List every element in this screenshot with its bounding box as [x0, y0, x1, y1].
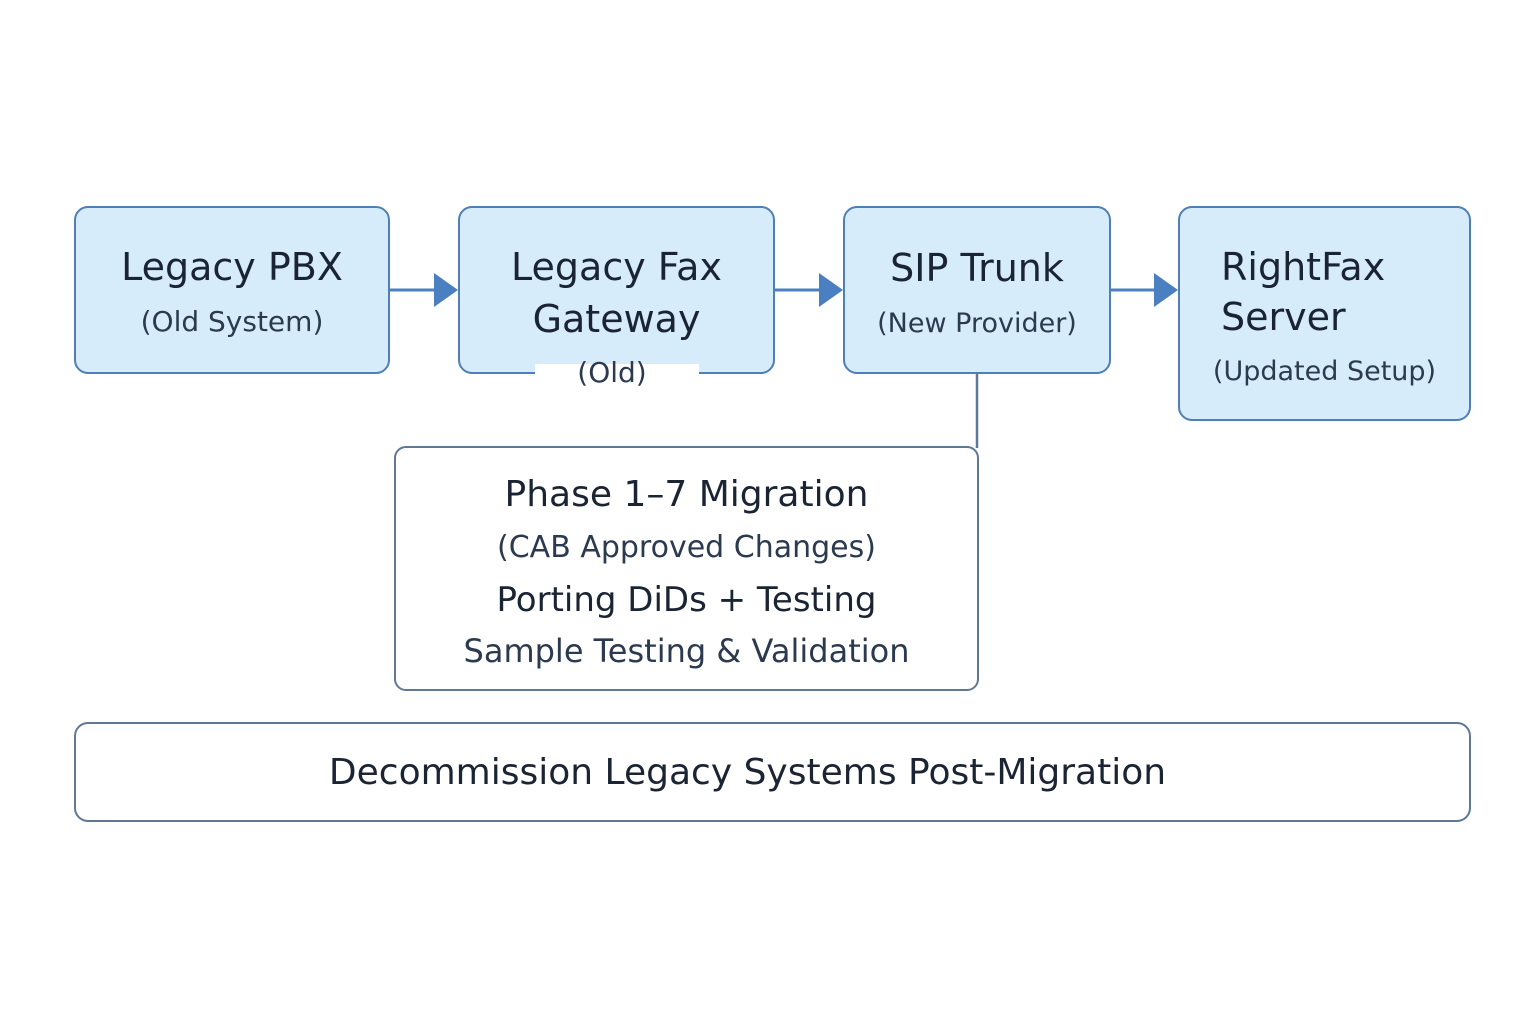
node-rightfax-server-title-line1: RightFax	[1221, 245, 1386, 289]
decommission-label: Decommission Legacy Systems Post-Migrati…	[328, 752, 1167, 793]
phase-title: Phase 1–7 Migration	[504, 474, 869, 515]
node-legacy-fax-gateway-title-line2: Gateway	[532, 297, 701, 341]
node-sip-trunk-title: SIP Trunk	[890, 246, 1064, 290]
phase-detail: Sample Testing & Validation	[463, 632, 910, 670]
gateway-subtitle-gap	[535, 364, 699, 386]
arrow-gateway-to-sip	[775, 273, 843, 307]
node-rightfax-server-title-line2: Server	[1221, 295, 1346, 339]
node-legacy-pbx-subtitle: (Old System)	[140, 305, 324, 338]
node-rightfax-server	[1178, 206, 1471, 421]
node-sip-trunk-subtitle: (New Provider)	[877, 308, 1077, 339]
node-legacy-fax-gateway-title-line1: Legacy Fax	[511, 245, 722, 289]
arrow-pbx-to-gateway	[390, 273, 458, 307]
phase-migration-box: Phase 1–7 Migration (CAB Approved Change…	[394, 446, 979, 691]
phase-step: Porting DiDs + Testing	[496, 580, 877, 620]
node-legacy-fax-gateway	[458, 206, 775, 374]
node-legacy-pbx-title: Legacy PBX	[121, 245, 343, 289]
node-legacy-pbx	[74, 206, 390, 374]
node-legacy-fax-gateway-subtitle: (Old)	[577, 356, 647, 389]
decommission-box: Decommission Legacy Systems Post-Migrati…	[74, 722, 1471, 822]
node-rightfax-server-subtitle: (Updated Setup)	[1212, 356, 1437, 387]
phase-subtitle: (CAB Approved Changes)	[497, 530, 876, 565]
arrow-sip-to-rightfax	[1111, 273, 1178, 307]
node-sip-trunk	[843, 206, 1111, 374]
